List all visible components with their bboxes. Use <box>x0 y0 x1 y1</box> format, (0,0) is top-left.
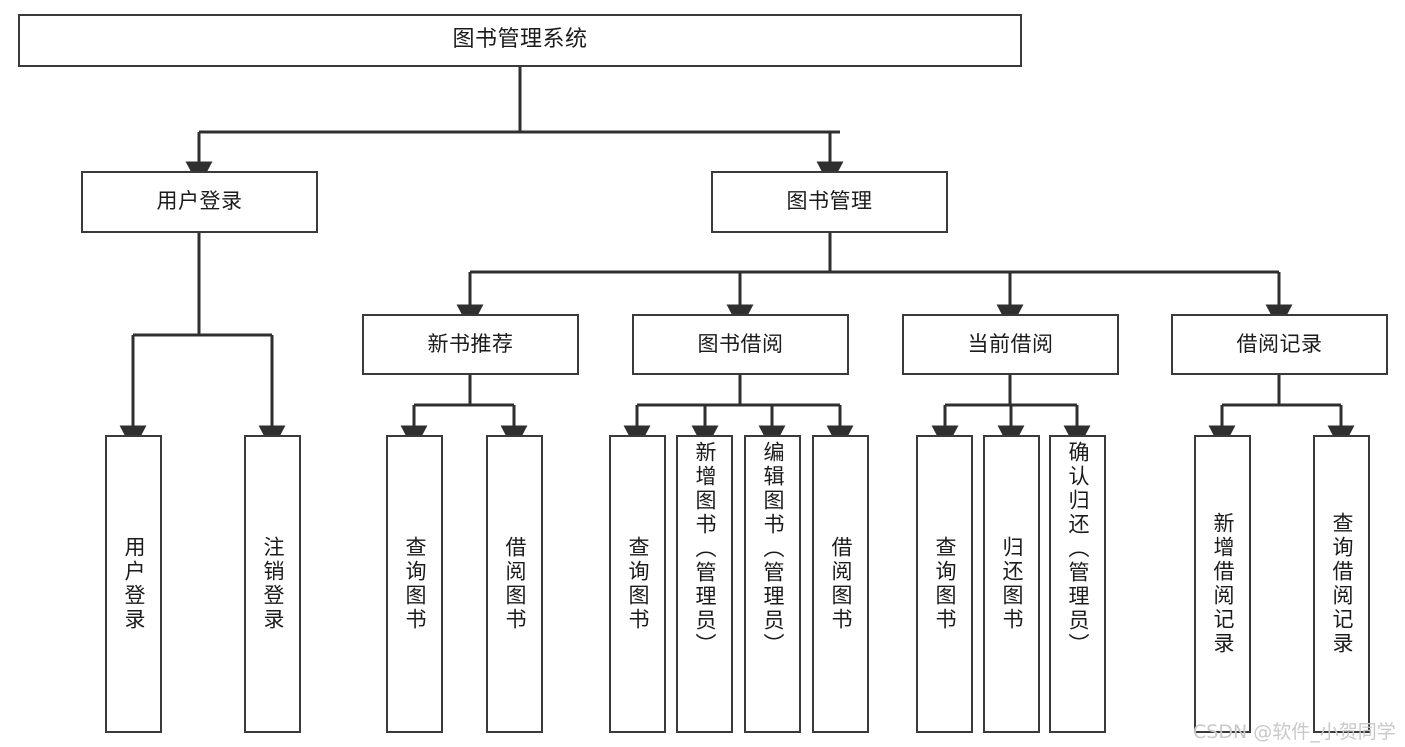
node-leaf-return-book[interactable]: 归还图书 <box>983 435 1040 733</box>
node-leaf-borrow-book-1[interactable]: 借阅图书 <box>486 435 543 733</box>
node-leaf-borrow-book-1-label: 借阅图书 <box>503 536 527 632</box>
node-book-borrow-label: 图书借阅 <box>697 331 784 356</box>
node-leaf-confirm-return[interactable]: 确认归还（管理员） <box>1049 435 1106 733</box>
node-leaf-confirm-return-label: 确认归还（管理员） <box>1066 441 1090 657</box>
node-leaf-user-logout-label: 注销登录 <box>261 536 285 632</box>
node-current-borrow[interactable]: 当前借阅 <box>902 314 1119 375</box>
node-leaf-query-book-1[interactable]: 查询图书 <box>386 435 443 733</box>
node-leaf-add-record[interactable]: 新增借阅记录 <box>1194 435 1251 733</box>
node-borrow-record[interactable]: 借阅记录 <box>1171 314 1388 375</box>
node-root[interactable]: 图书管理系统 <box>18 14 1022 67</box>
node-book-borrow[interactable]: 图书借阅 <box>632 314 849 375</box>
node-leaf-return-book-label: 归还图书 <box>1000 536 1024 632</box>
node-book-manage-label: 图书管理 <box>786 189 873 214</box>
node-leaf-query-book-2-label: 查询图书 <box>626 536 650 632</box>
node-leaf-query-record[interactable]: 查询借阅记录 <box>1313 435 1370 733</box>
node-leaf-query-record-label: 查询借阅记录 <box>1330 512 1354 656</box>
node-leaf-query-book-3[interactable]: 查询图书 <box>916 435 973 733</box>
node-leaf-user-login[interactable]: 用户登录 <box>105 435 162 733</box>
node-leaf-edit-book-label: 编辑图书（管理员） <box>761 441 785 657</box>
node-root-label: 图书管理系统 <box>452 27 588 53</box>
node-leaf-user-logout[interactable]: 注销登录 <box>244 435 301 733</box>
node-leaf-query-book-2[interactable]: 查询图书 <box>609 435 666 733</box>
node-user-login-label: 用户登录 <box>156 189 243 214</box>
node-leaf-query-book-3-label: 查询图书 <box>933 536 957 632</box>
node-borrow-record-label: 借阅记录 <box>1236 331 1323 356</box>
node-user-login[interactable]: 用户登录 <box>81 171 318 233</box>
node-leaf-borrow-book-2[interactable]: 借阅图书 <box>812 435 869 733</box>
node-leaf-borrow-book-2-label: 借阅图书 <box>829 536 853 632</box>
node-leaf-user-login-label: 用户登录 <box>122 536 146 632</box>
csdn-watermark: CSDN @软件_小贺同学 <box>1193 721 1396 743</box>
node-leaf-add-book[interactable]: 新增图书（管理员） <box>676 435 733 733</box>
node-leaf-add-book-label: 新增图书（管理员） <box>693 441 717 657</box>
node-leaf-add-record-label: 新增借阅记录 <box>1211 512 1235 656</box>
node-book-manage[interactable]: 图书管理 <box>711 171 948 233</box>
node-new-book-rec[interactable]: 新书推荐 <box>362 314 579 375</box>
node-new-book-rec-label: 新书推荐 <box>427 331 514 356</box>
node-leaf-edit-book[interactable]: 编辑图书（管理员） <box>744 435 801 733</box>
node-current-borrow-label: 当前借阅 <box>967 331 1054 356</box>
node-leaf-query-book-1-label: 查询图书 <box>403 536 427 632</box>
